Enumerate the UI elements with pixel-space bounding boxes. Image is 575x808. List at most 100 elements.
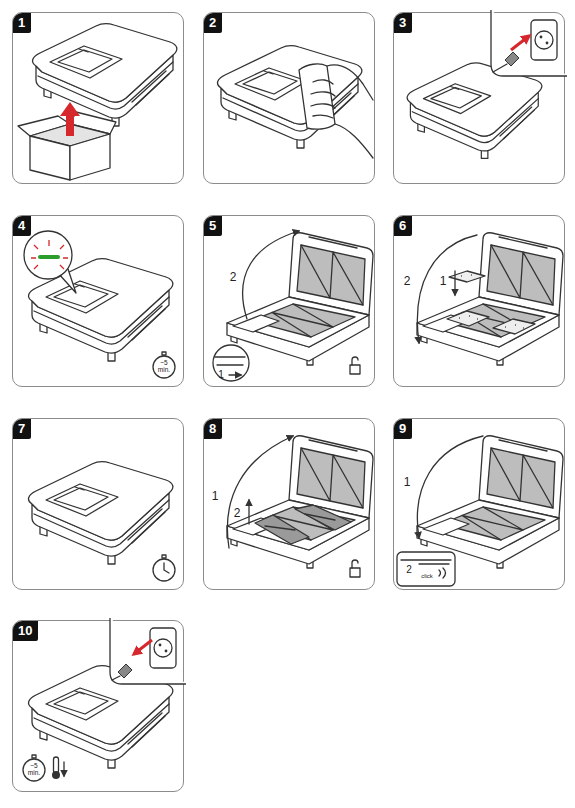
sandwich-maker bbox=[33, 24, 177, 126]
thermometer bbox=[52, 757, 64, 779]
sandwich-maker bbox=[29, 462, 173, 564]
stopwatch-face bbox=[23, 759, 45, 781]
panel-art bbox=[24, 231, 175, 378]
inset-frame bbox=[110, 618, 186, 684]
stopwatch bbox=[153, 352, 175, 378]
sandwich-maker bbox=[407, 63, 542, 159]
step-panel: 9 bbox=[393, 418, 565, 590]
thermometer-bulb bbox=[52, 771, 60, 779]
socket-hole bbox=[159, 644, 162, 647]
panel-art bbox=[213, 231, 373, 381]
step-panel: 8 bbox=[203, 418, 375, 590]
sandwich-maker bbox=[29, 666, 173, 768]
panel-art bbox=[18, 24, 177, 180]
step-panel: 3 bbox=[393, 12, 565, 184]
step-panel: 1 bbox=[12, 12, 184, 184]
stopwatch bbox=[23, 755, 45, 781]
sandwich bbox=[255, 515, 309, 544]
sandwich-maker bbox=[29, 259, 173, 361]
hand bbox=[327, 65, 373, 100]
cloth bbox=[299, 64, 335, 129]
step-number: 7 bbox=[13, 419, 31, 439]
unlock-icon bbox=[350, 357, 360, 374]
red-arrow bbox=[134, 640, 152, 654]
socket-hole bbox=[165, 650, 168, 653]
bread-slice bbox=[449, 271, 485, 282]
plug bbox=[505, 52, 519, 66]
detail-inset bbox=[213, 345, 249, 381]
socket-hole bbox=[540, 36, 543, 39]
cooling-arrow bbox=[63, 762, 64, 776]
latch-detail bbox=[401, 560, 451, 564]
panel-art bbox=[29, 462, 175, 581]
box-flap bbox=[18, 116, 70, 136]
motion-arrow bbox=[229, 374, 241, 375]
step-number: 5 bbox=[204, 216, 222, 236]
wall-outlet bbox=[150, 628, 176, 668]
fingers bbox=[311, 80, 335, 118]
stopwatch-button bbox=[32, 755, 36, 758]
detail-inset bbox=[397, 552, 455, 586]
step-number: 10 bbox=[13, 621, 38, 641]
hand bbox=[335, 124, 373, 158]
stopwatch-button bbox=[162, 555, 166, 558]
step-number: 9 bbox=[394, 419, 412, 439]
bread-slices bbox=[447, 271, 535, 334]
stopwatch-button bbox=[162, 352, 166, 355]
wall-outlet bbox=[531, 20, 557, 60]
motion-arrow bbox=[248, 500, 249, 524]
toast-marks bbox=[265, 514, 335, 530]
motion-arrow bbox=[243, 231, 299, 319]
callout-tail bbox=[58, 269, 76, 293]
step-panel: 10 bbox=[12, 620, 184, 792]
step-panel: 4 bbox=[12, 215, 184, 387]
lock-body bbox=[350, 365, 360, 374]
step-number: 8 bbox=[204, 419, 222, 439]
panel-art bbox=[397, 436, 563, 586]
step-panel: 6 bbox=[393, 215, 565, 387]
socket bbox=[535, 31, 553, 49]
sandwich-maker bbox=[417, 436, 563, 568]
lock-body bbox=[350, 568, 360, 577]
panel-art bbox=[23, 618, 186, 781]
red-arrow bbox=[60, 102, 80, 136]
toasted-sandwiches bbox=[255, 505, 351, 544]
sandwich-maker bbox=[218, 46, 362, 148]
step-number: 4 bbox=[13, 216, 31, 236]
panel-art bbox=[407, 10, 567, 158]
bread-slice bbox=[493, 319, 535, 334]
cord bbox=[112, 676, 120, 680]
step-number: 3 bbox=[394, 13, 412, 33]
lock-shackle bbox=[352, 560, 358, 568]
motion-arrow bbox=[454, 271, 455, 295]
step-number: 6 bbox=[394, 216, 412, 236]
inset-frame bbox=[491, 10, 567, 76]
stopwatch bbox=[153, 555, 175, 581]
sandwich-maker bbox=[227, 436, 373, 568]
unlock-icon bbox=[350, 560, 360, 577]
thermometer-tube bbox=[54, 757, 59, 773]
stopwatch-face bbox=[153, 356, 175, 378]
box-flap bbox=[70, 112, 116, 134]
socket bbox=[154, 639, 172, 657]
box-opening bbox=[30, 124, 110, 146]
step-panel: 7 bbox=[12, 418, 184, 590]
box-front bbox=[30, 136, 70, 180]
sandwich-maker bbox=[227, 233, 373, 365]
bread-dots bbox=[459, 275, 524, 328]
box-side bbox=[70, 134, 110, 180]
panel-art bbox=[417, 233, 563, 365]
sandwich bbox=[295, 505, 351, 530]
motion-arrow bbox=[417, 235, 477, 343]
sandwich-maker bbox=[417, 233, 563, 365]
light-rays bbox=[31, 240, 68, 269]
plug bbox=[118, 664, 132, 678]
panel-art bbox=[218, 46, 373, 158]
bread-slice bbox=[447, 311, 489, 326]
green-light bbox=[40, 255, 58, 259]
callout-bubble bbox=[24, 231, 72, 279]
latch-detail bbox=[215, 357, 245, 365]
stopwatch-face bbox=[153, 559, 175, 581]
